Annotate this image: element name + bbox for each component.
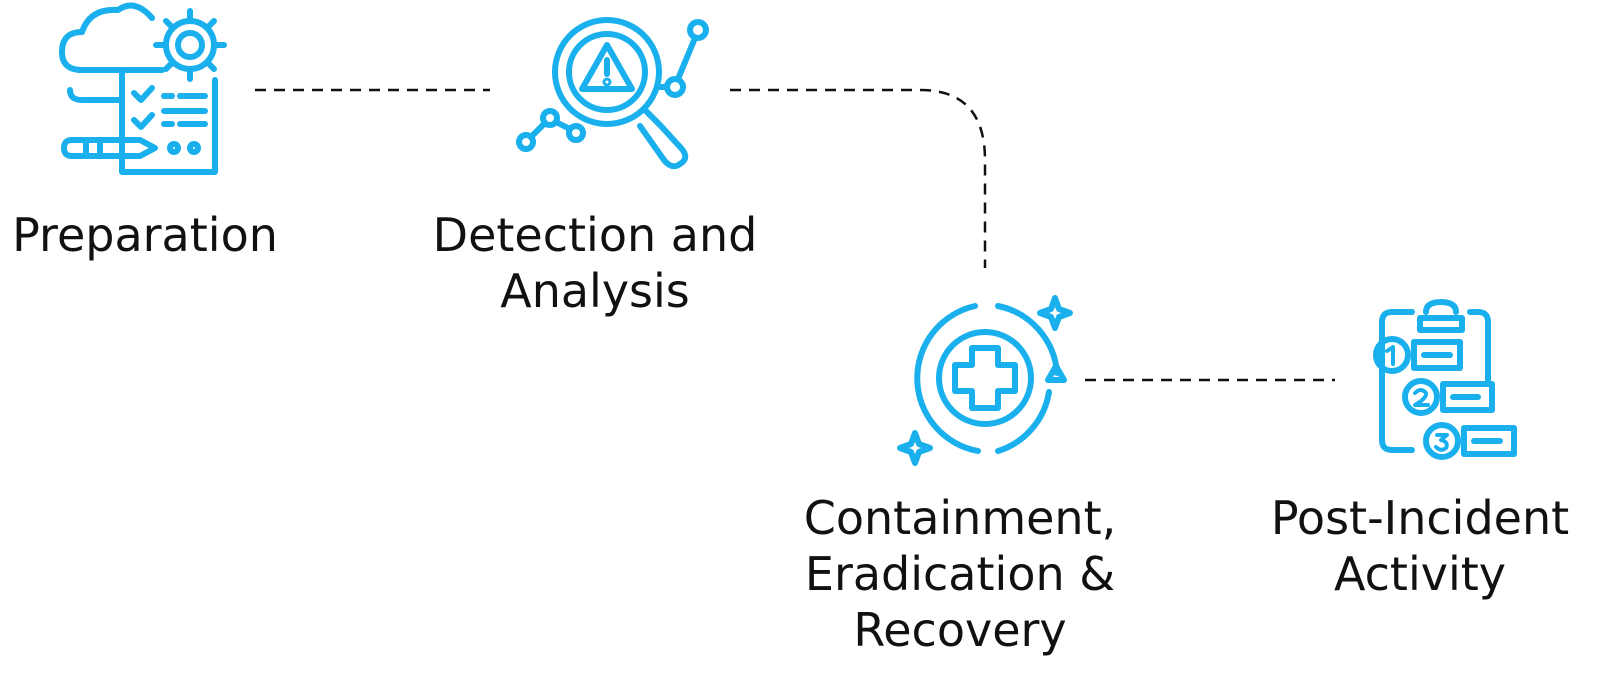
label-line: Detection and <box>432 208 758 262</box>
label-detection-analysis: Detection and Analysis <box>420 207 770 319</box>
label-line: Post-Incident <box>1270 491 1570 545</box>
label-containment-recovery: Containment, Eradication & Recovery <box>790 490 1130 658</box>
label-line: Activity <box>1333 547 1507 601</box>
connector-detect-contain <box>730 88 987 268</box>
label-line: Eradication & <box>804 547 1116 601</box>
label-line: Recovery <box>853 603 1067 657</box>
numbered-clipboard-icon <box>1373 299 1517 460</box>
label-line: Preparation <box>12 208 278 262</box>
magnifier-warning-icon <box>516 17 709 170</box>
label-line: Containment, <box>803 491 1117 545</box>
medical-cross-cycle-icon <box>897 295 1073 466</box>
checklist-gear-icon <box>59 2 227 175</box>
label-preparation: Preparation <box>0 207 290 263</box>
label-post-incident: Post-Incident Activity <box>1255 490 1585 602</box>
label-line: Analysis <box>500 264 690 318</box>
